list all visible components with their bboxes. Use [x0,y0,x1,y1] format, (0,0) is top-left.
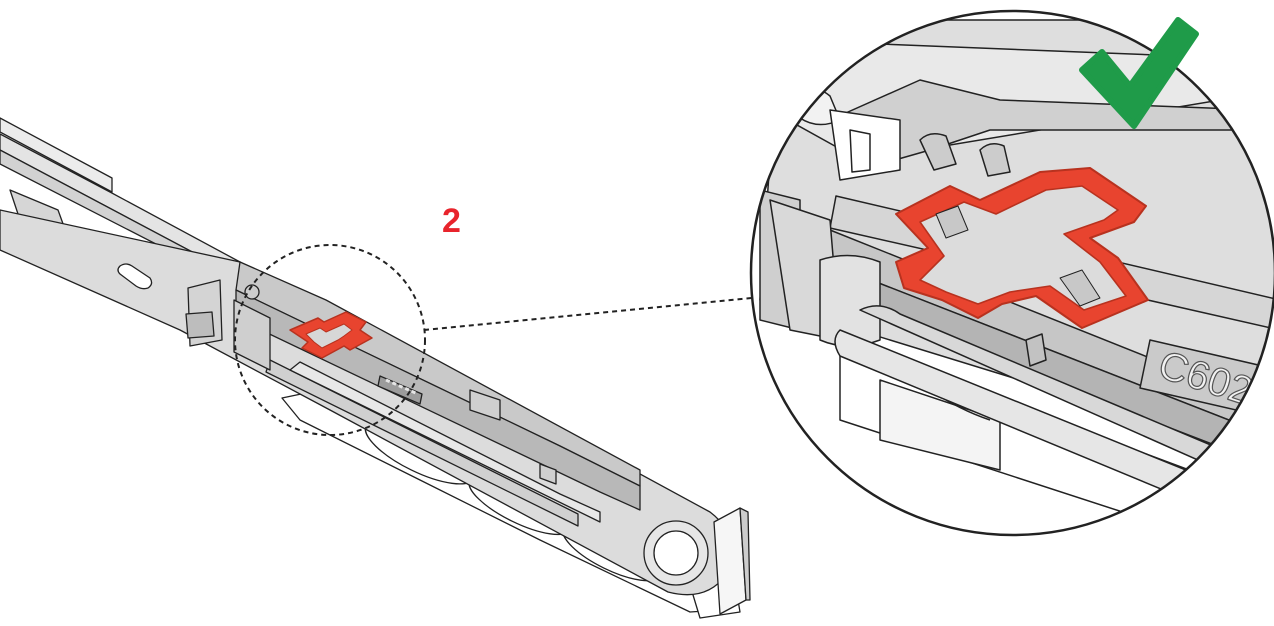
mounting-block [185,279,271,371]
zoom-ridge-1 [919,133,957,171]
detail-marker-circle [234,244,426,436]
checkmark-icon [1079,17,1199,129]
zoom-circle-border [749,9,1274,537]
zoom-rods [834,305,1271,531]
zoom-left-block [759,189,881,347]
zoom-detail-view: C602 [751,11,1274,535]
zoom-stud [1025,333,1047,367]
end-tab [713,507,751,615]
zoom-ridge-2 [979,143,1011,177]
callout-leader-line [423,297,753,331]
keyhole-slot [117,263,153,290]
arm-code-plate [377,375,423,405]
step-number: 2 [442,202,461,240]
red-clip-overview [289,311,373,359]
red-clip-detail [895,167,1149,329]
pivot-bushing [643,520,709,586]
hinge-arm-assembly [0,117,751,619]
